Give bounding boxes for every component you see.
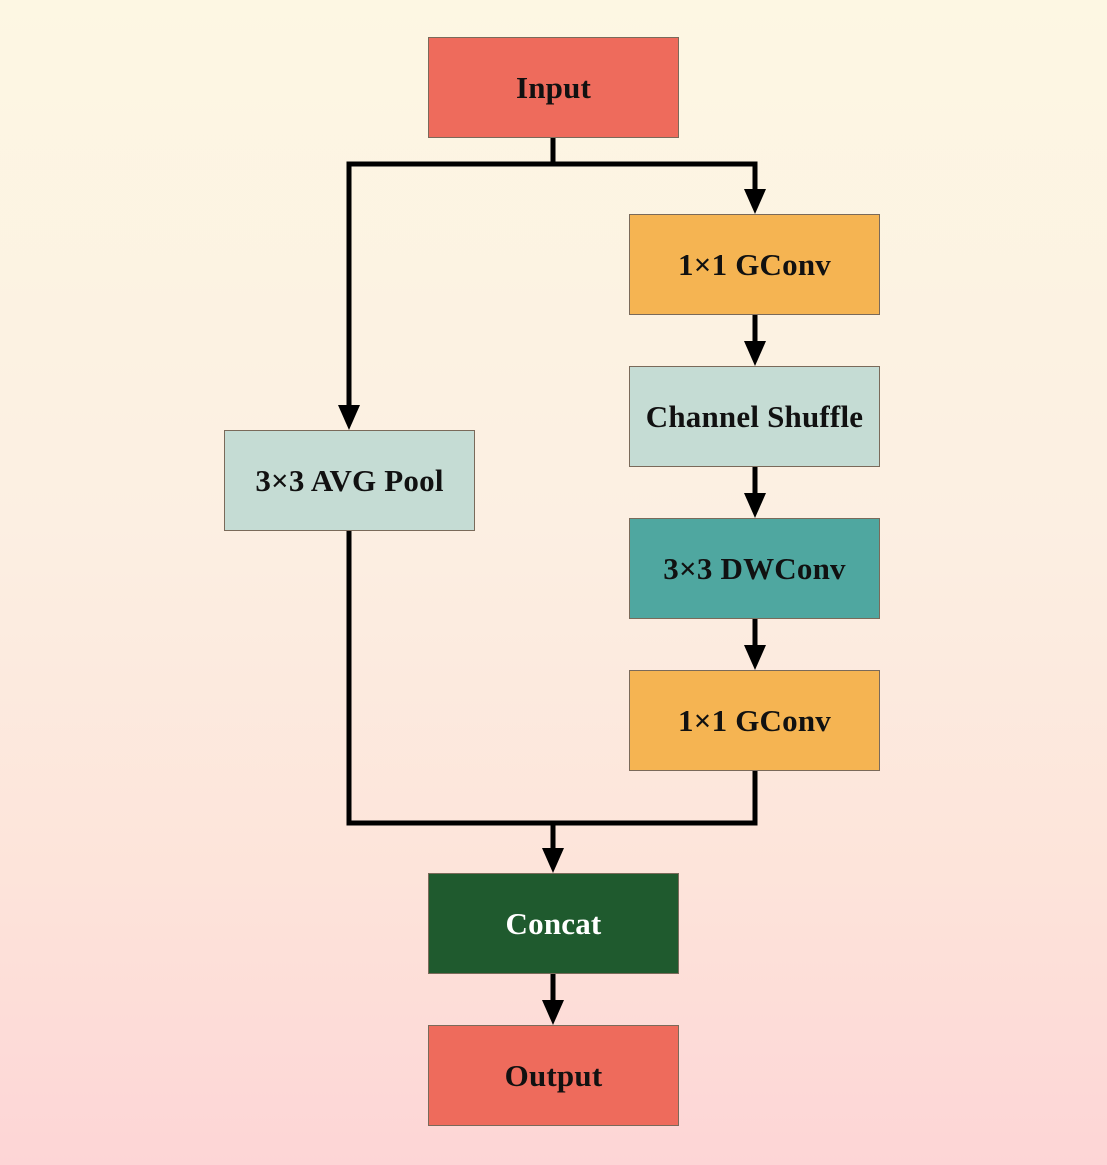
- gconv-1x1-node-top-label: 1×1 GConv: [678, 246, 831, 282]
- arrowhead-pool: [338, 405, 360, 430]
- arrowhead-dwconv: [744, 493, 766, 518]
- concat-node-label: Concat: [505, 905, 602, 941]
- channel-shuffle-node: Channel Shuffle: [629, 366, 880, 467]
- arrowhead-gconv2: [744, 645, 766, 670]
- avg-pool-3x3-node-label: 3×3 AVG Pool: [255, 462, 444, 498]
- dwconv-3x3-node: 3×3 DWConv: [629, 518, 880, 619]
- input-node-label: Input: [515, 69, 592, 105]
- edge-pool-to-concat: [346, 531, 553, 826]
- gconv-1x1-node-bottom-label: 1×1 GConv: [678, 702, 831, 738]
- edge-input-to-pool: [346, 161, 553, 406]
- arrowhead-concat: [542, 848, 564, 873]
- arrowhead-shuffle: [744, 341, 766, 366]
- concat-node: Concat: [428, 873, 679, 974]
- dwconv-3x3-node-label: 3×3 DWConv: [663, 550, 846, 586]
- gconv-1x1-node-top: 1×1 GConv: [629, 214, 880, 315]
- avg-pool-3x3-node: 3×3 AVG Pool: [224, 430, 475, 531]
- output-node-label: Output: [504, 1057, 603, 1093]
- arrowhead-output: [542, 1000, 564, 1025]
- output-node: Output: [428, 1025, 679, 1126]
- edge-input-to-gconv1: [553, 161, 758, 190]
- edge-gconv2-to-concat: [553, 771, 758, 826]
- arrowhead-gconv1: [744, 189, 766, 214]
- channel-shuffle-node-label: Channel Shuffle: [645, 398, 864, 434]
- input-node: Input: [428, 37, 679, 138]
- gconv-1x1-node-bottom: 1×1 GConv: [629, 670, 880, 771]
